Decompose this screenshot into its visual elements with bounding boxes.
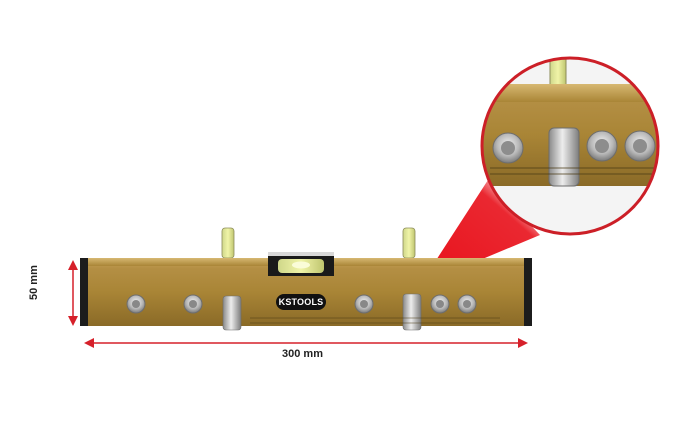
magnifier-detail [480, 56, 660, 236]
height-dimension-arrow [68, 260, 78, 326]
width-dimension-arrow [84, 338, 528, 348]
width-dimension-label: 300 mm [282, 348, 323, 360]
brand-logo: KSTOOLS [276, 294, 326, 310]
height-dimension-label: 50 mm [28, 265, 40, 300]
spirit-level [80, 227, 532, 331]
